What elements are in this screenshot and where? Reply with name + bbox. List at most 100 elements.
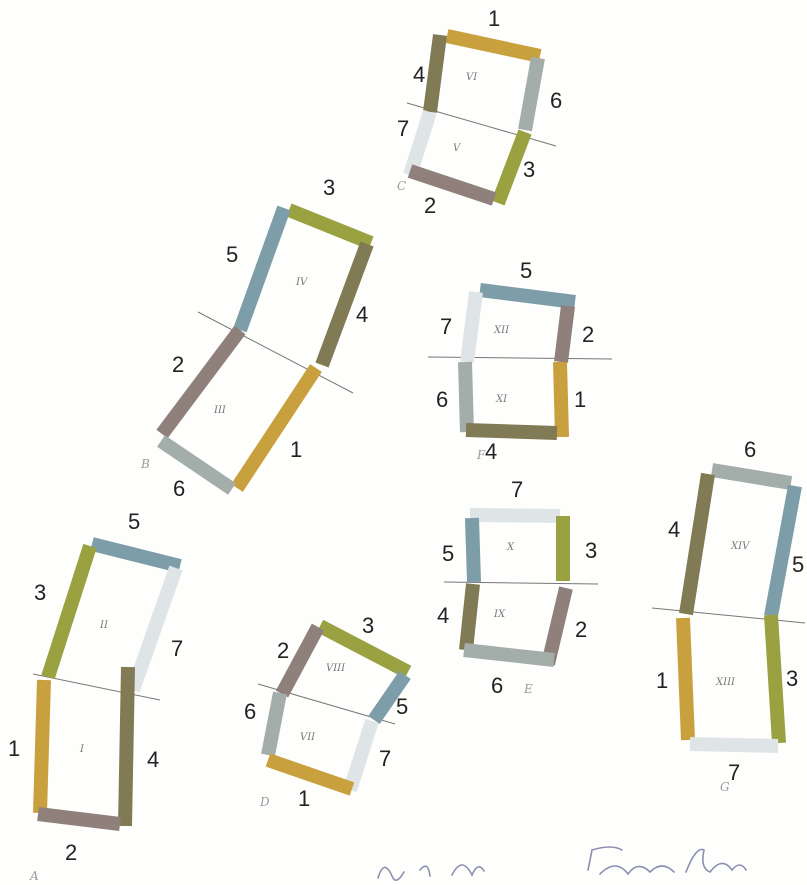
bar <box>498 132 525 203</box>
bar <box>561 306 568 362</box>
bar-label: 7 <box>171 636 183 661</box>
fold-line <box>652 608 805 623</box>
bar-label: 6 <box>744 437 756 462</box>
bar-label: 3 <box>523 157 535 182</box>
bar-label: 7 <box>440 314 452 339</box>
bar <box>133 568 176 690</box>
bar-label: 3 <box>362 613 374 638</box>
bar <box>38 814 120 824</box>
roman-numeral: VI <box>466 72 478 83</box>
figure-f: 5 7 2 6 1 4 XII XI F <box>428 258 612 464</box>
figure-letter: E <box>523 682 533 696</box>
figure-top: 1 4 6 7 3 2 VI V C <box>397 6 562 218</box>
bar <box>447 36 540 56</box>
bar <box>92 544 180 566</box>
figure-d: 3 2 6 5 7 1 VIII VII D <box>244 613 408 811</box>
bar-label: 3 <box>323 175 335 200</box>
signature <box>378 847 746 880</box>
figure-e: 7 5 3 4 2 6 X IX E <box>437 477 598 698</box>
bar-label: 4 <box>485 439 497 464</box>
bar <box>683 618 688 740</box>
roman-numeral: VII <box>300 732 316 743</box>
roman-numeral: V <box>453 143 462 154</box>
roman-numeral: XIII <box>715 677 736 688</box>
bar-label: 7 <box>511 477 523 502</box>
roman-numeral: XII <box>493 325 510 336</box>
roman-numeral: I <box>79 744 85 755</box>
bar-label: 6 <box>491 673 503 698</box>
fold-line <box>428 357 612 359</box>
bar-label: 4 <box>668 517 680 542</box>
bar <box>686 474 708 614</box>
bar <box>470 515 560 516</box>
bar <box>430 35 440 112</box>
bar-label: 5 <box>396 694 408 719</box>
bar-label: 2 <box>277 638 289 663</box>
figure-g: 6 4 5 1 3 7 XIV XIII G <box>652 437 805 794</box>
bar-label: 2 <box>172 352 184 377</box>
bar-label: 1 <box>8 736 20 761</box>
roman-numeral: III <box>213 405 227 416</box>
bar-label: 5 <box>442 541 454 566</box>
bar-label: 6 <box>550 88 562 113</box>
figure-letter: D <box>259 795 270 809</box>
figure-letter: C <box>397 179 406 193</box>
bar <box>771 615 779 743</box>
bar-label: 1 <box>488 6 500 31</box>
bar <box>48 546 90 677</box>
bar-label: 6 <box>244 699 256 724</box>
bar <box>466 430 557 433</box>
roman-numeral: VIII <box>326 663 346 674</box>
bar <box>237 368 316 488</box>
roman-numeral: XIV <box>730 541 751 552</box>
bar-label: 3 <box>786 666 798 691</box>
bar-label: 5 <box>792 552 804 577</box>
bar <box>771 486 795 616</box>
bar-label: 4 <box>356 302 368 327</box>
bar <box>40 680 44 813</box>
bar <box>268 693 280 755</box>
roman-numeral: IV <box>295 277 309 288</box>
bar <box>465 362 467 432</box>
bar-label: 7 <box>397 116 409 141</box>
roman-numeral: X <box>506 542 515 553</box>
bar-label: 5 <box>520 258 532 283</box>
bar <box>162 330 240 434</box>
bar-label: 2 <box>65 840 77 865</box>
bar <box>125 667 128 826</box>
bar <box>466 584 473 650</box>
bar <box>472 518 474 582</box>
bar-label: 1 <box>290 437 302 462</box>
figure-letter: A <box>29 869 39 883</box>
figure-letter: F <box>476 448 486 462</box>
bar-label: 6 <box>173 476 185 501</box>
bar <box>350 721 372 790</box>
bar <box>690 744 778 746</box>
bar-label: 1 <box>298 786 310 811</box>
figure-letter: G <box>720 780 730 794</box>
bar-label: 2 <box>582 322 594 347</box>
bar-label: 5 <box>226 242 238 267</box>
bar-label: 3 <box>585 538 597 563</box>
bar <box>467 292 476 362</box>
bar <box>464 650 554 660</box>
bar-label: 6 <box>436 387 448 412</box>
bar <box>240 208 284 330</box>
bar-label: 1 <box>574 387 586 412</box>
bar-label: 5 <box>128 509 140 534</box>
bar-label: 3 <box>34 580 46 605</box>
bar <box>525 58 538 130</box>
bar <box>560 362 562 437</box>
bar <box>712 470 791 483</box>
roman-numeral: XI <box>495 394 508 405</box>
bar-label: 7 <box>379 746 391 771</box>
bar <box>289 210 371 243</box>
bar <box>161 441 232 489</box>
bar-label: 4 <box>413 62 425 87</box>
bar-label: 2 <box>424 193 436 218</box>
bar-label: 7 <box>728 760 740 785</box>
figure-letter: B <box>140 457 150 471</box>
figure-b: 3 5 4 2 1 6 IV III B <box>140 175 371 501</box>
